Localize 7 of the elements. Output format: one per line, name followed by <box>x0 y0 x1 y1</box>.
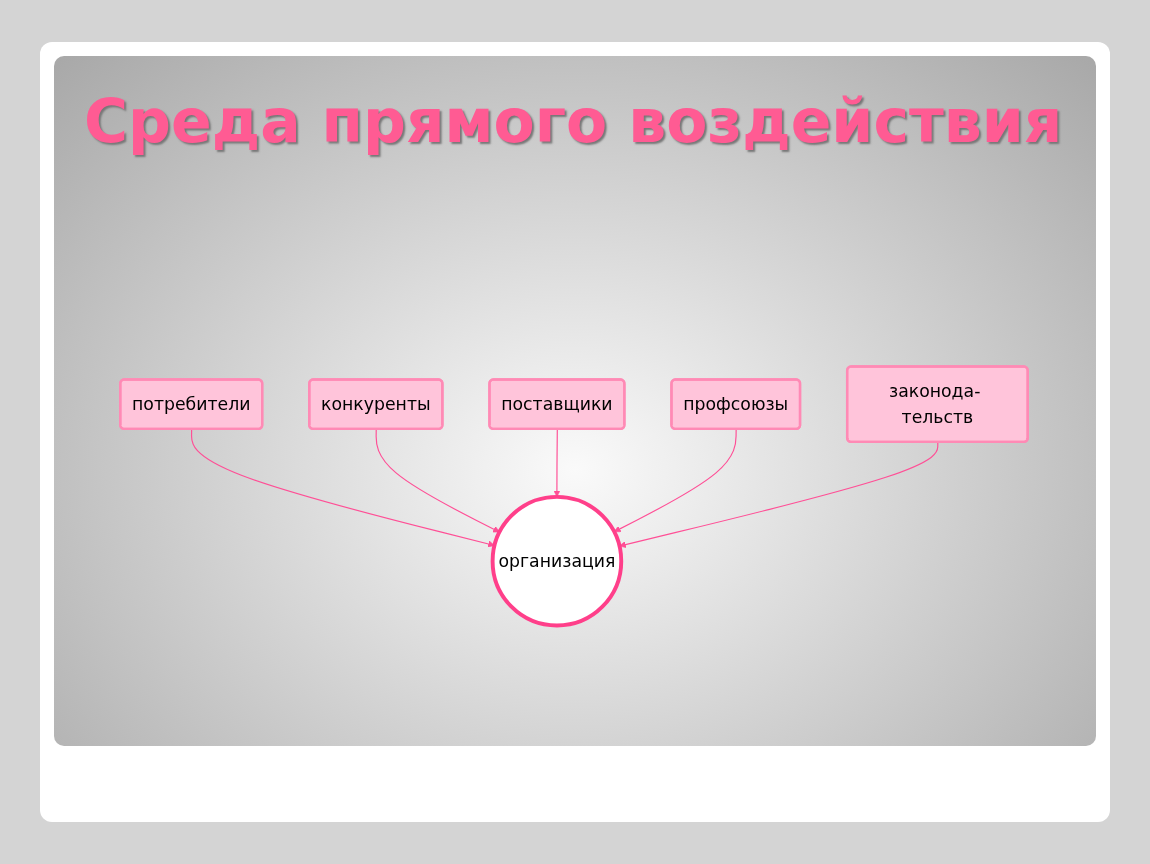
arrow <box>375 428 500 533</box>
node-circle: организация <box>490 494 624 628</box>
arrow <box>613 428 737 533</box>
slide-title: Среда прямого воздействия <box>84 86 1063 156</box>
arrow <box>619 441 939 548</box>
arrow <box>190 428 495 548</box>
arrow <box>553 428 561 498</box>
